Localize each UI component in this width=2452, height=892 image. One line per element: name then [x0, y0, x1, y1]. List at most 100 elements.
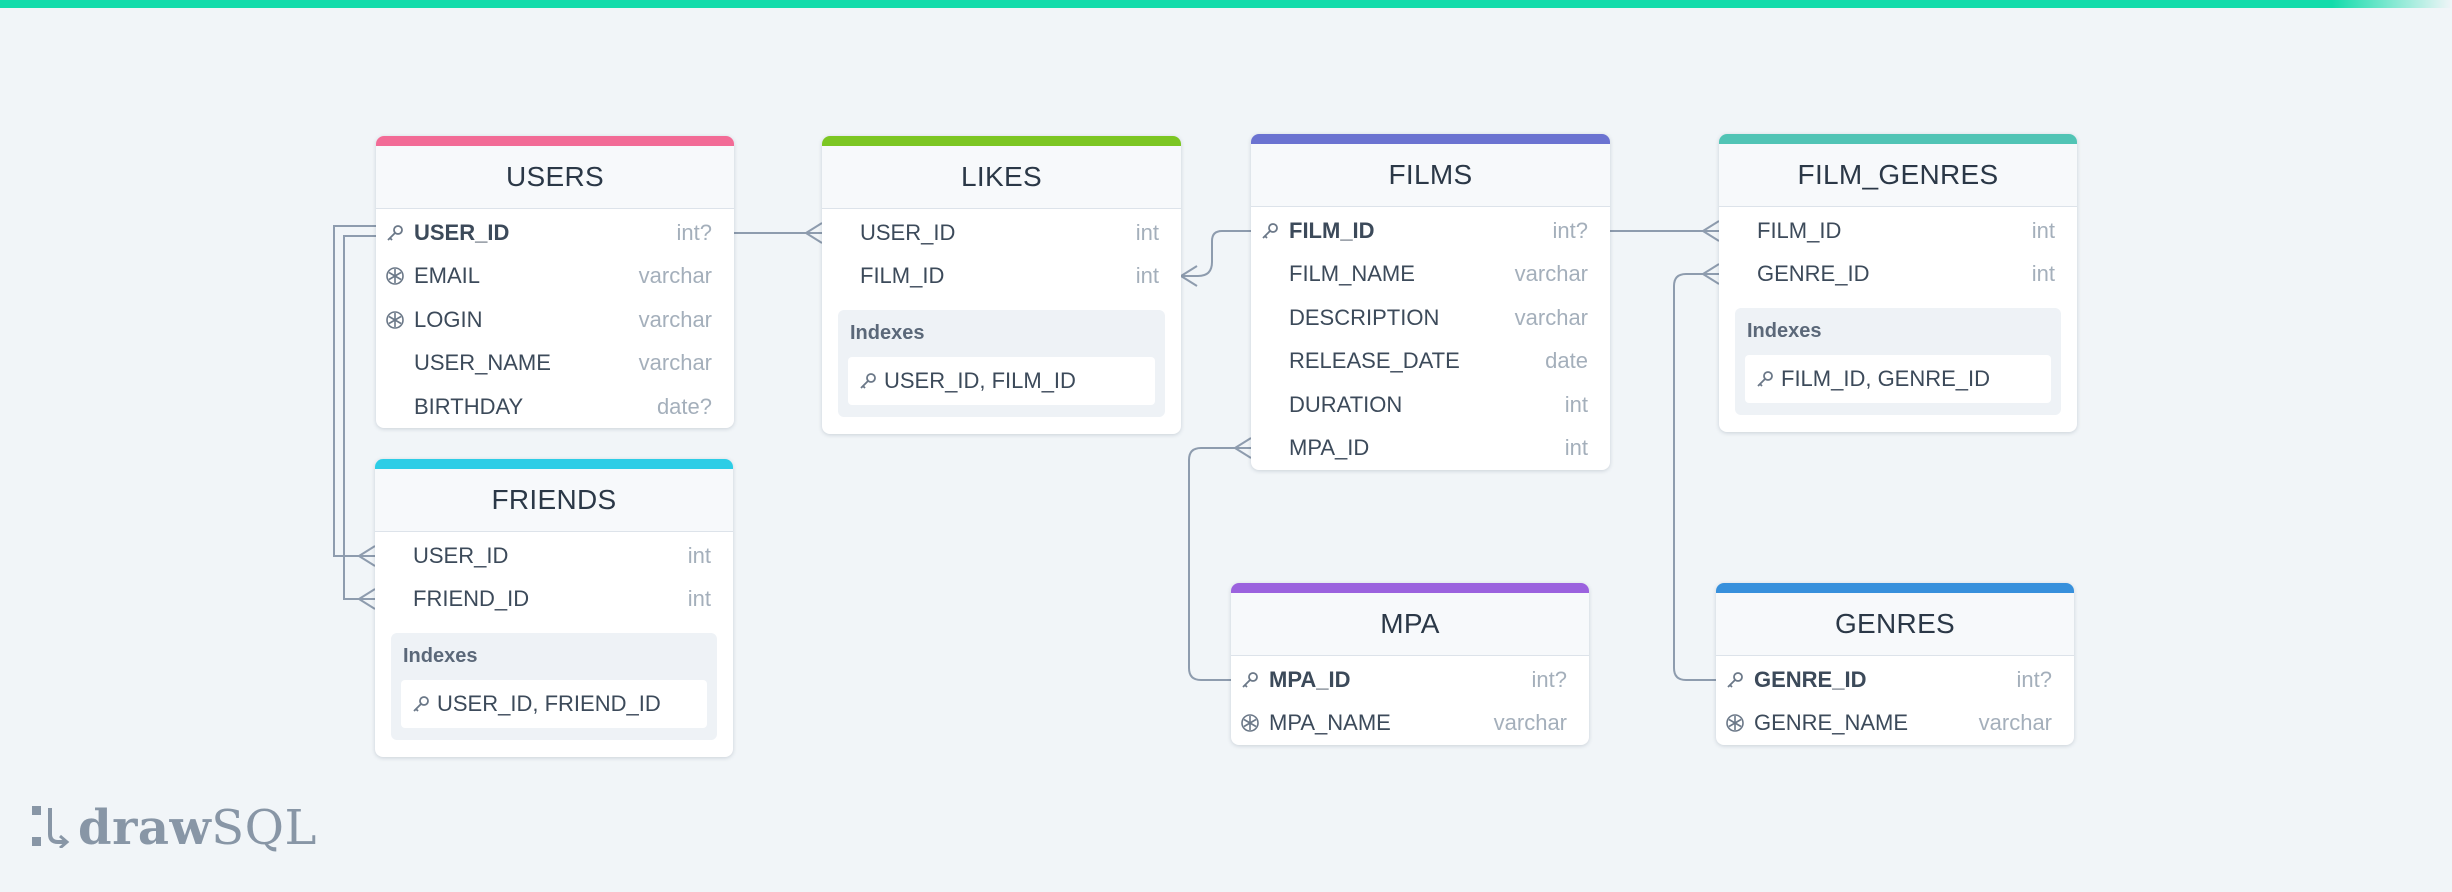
index-row[interactable]: FILM_ID, GENRE_ID	[1745, 355, 2051, 403]
table-color-bar	[375, 459, 733, 469]
table-color-bar	[1716, 583, 2074, 593]
column-row[interactable]: MPA_NAME varchar	[1231, 702, 1589, 746]
column-name: RELEASE_DATE	[1289, 348, 1460, 374]
column-row[interactable]: FRIEND_ID int	[375, 578, 733, 622]
table-genres[interactable]: GENRES GENRE_ID int? GENRE_NAME varchar	[1716, 583, 2074, 745]
column-type: int	[2031, 261, 2055, 287]
column-type: int	[1135, 263, 1159, 289]
column-name: USER_ID	[413, 542, 509, 568]
table-rows: FILM_ID int? FILM_NAME varchar DESCRIPTI…	[1251, 207, 1610, 470]
table-title[interactable]: LIKES	[822, 146, 1181, 209]
index-row[interactable]: USER_ID, FRIEND_ID	[401, 680, 707, 728]
table-title[interactable]: FRIENDS	[375, 469, 733, 532]
table-films[interactable]: FILMS FILM_ID int? FILM_NAME varchar DES…	[1251, 134, 1610, 470]
table-mpa[interactable]: MPA MPA_ID int? MPA_NAME varchar	[1231, 583, 1589, 745]
column-name: FILM_NAME	[1289, 261, 1415, 287]
column-row[interactable]: GENRE_ID int?	[1716, 658, 2074, 702]
indexes-title: Indexes	[403, 645, 478, 667]
table-title[interactable]: USERS	[376, 146, 734, 209]
column-row[interactable]: USER_NAME varchar	[376, 342, 734, 386]
table-color-bar	[376, 136, 734, 146]
column-type: int	[687, 542, 711, 568]
snowflake-icon	[1716, 713, 1754, 733]
index-columns: USER_ID, FILM_ID	[884, 368, 1076, 393]
column-name: USER_ID	[414, 219, 510, 245]
column-row[interactable]: LOGIN varchar	[376, 298, 734, 342]
column-name: USER_ID	[860, 219, 956, 245]
table-title[interactable]: GENRES	[1716, 593, 2074, 656]
column-type: int?	[1531, 666, 1567, 692]
index-columns: USER_ID, FRIEND_ID	[437, 691, 661, 716]
column-name: FRIEND_ID	[413, 586, 530, 612]
column-name: MPA_ID	[1289, 435, 1370, 461]
column-type: varchar	[638, 350, 712, 376]
column-row[interactable]: USER_ID int	[375, 534, 733, 578]
relation-mpa-films	[1188, 447, 1251, 681]
table-title[interactable]: FILM_GENRES	[1719, 144, 2077, 207]
drawsql-logo[interactable]: drawSQL	[30, 800, 317, 856]
index-columns: FILM_ID, GENRE_ID	[1781, 366, 1991, 391]
column-row[interactable]: FILM_ID int	[822, 255, 1181, 299]
column-type: date	[1545, 348, 1588, 374]
column-row[interactable]: USER_ID int?	[376, 211, 734, 255]
column-name: GENRE_ID	[1757, 261, 1870, 287]
column-type: int	[1564, 435, 1588, 461]
column-name: FILM_ID	[1289, 217, 1375, 243]
key-icon	[1251, 221, 1289, 241]
column-row[interactable]: EMAIL varchar	[376, 255, 734, 299]
column-name: MPA_NAME	[1269, 710, 1391, 736]
column-type: int	[1564, 391, 1588, 417]
column-row[interactable]: FILM_ID int?	[1251, 209, 1610, 253]
indexes-title: Indexes	[1747, 320, 1822, 342]
top-accent-bar	[0, 0, 2452, 8]
column-name: GENRE_ID	[1754, 666, 1867, 692]
column-type: varchar	[1514, 304, 1588, 330]
relation-genres-filmgenres	[1673, 273, 1719, 681]
drawsql-logo-icon	[30, 804, 70, 853]
relation-films-likes	[1181, 230, 1251, 277]
table-rows: GENRE_ID int? GENRE_NAME varchar	[1716, 656, 2074, 745]
column-type: int?	[1552, 217, 1588, 243]
column-row[interactable]: FILM_NAME varchar	[1251, 253, 1610, 297]
indexes-panel: Indexes USER_ID, FILM_ID	[838, 310, 1165, 417]
table-title[interactable]: MPA	[1231, 593, 1589, 656]
column-name: GENRE_NAME	[1754, 710, 1909, 736]
column-type: int?	[676, 219, 712, 245]
table-film-genres[interactable]: FILM_GENRES FILM_ID int GENRE_ID int Ind…	[1719, 134, 2077, 432]
column-type: date?	[656, 393, 712, 419]
indexes-panel: Indexes FILM_ID, GENRE_ID	[1735, 308, 2061, 415]
column-type: varchar	[1493, 710, 1567, 736]
column-row[interactable]: MPA_ID int	[1251, 427, 1610, 471]
relation-users-friends	[333, 225, 376, 557]
column-type: varchar	[638, 306, 712, 332]
column-row[interactable]: USER_ID int	[822, 211, 1181, 255]
key-icon	[411, 694, 431, 714]
snowflake-icon	[376, 266, 414, 286]
column-row[interactable]: MPA_ID int?	[1231, 658, 1589, 702]
column-row[interactable]: GENRE_NAME varchar	[1716, 702, 2074, 746]
column-row[interactable]: RELEASE_DATE date	[1251, 340, 1610, 384]
column-type: int	[1135, 219, 1159, 245]
column-name: FILM_ID	[860, 263, 945, 289]
table-rows: USER_ID int FILM_ID int	[822, 209, 1181, 298]
table-title[interactable]: FILMS	[1251, 144, 1610, 207]
table-rows: USER_ID int FRIEND_ID int	[375, 532, 733, 621]
column-name: USER_NAME	[414, 350, 551, 376]
column-row[interactable]: DESCRIPTION varchar	[1251, 296, 1610, 340]
column-row[interactable]: DURATION int	[1251, 383, 1610, 427]
column-type: varchar	[1514, 261, 1588, 287]
column-name: EMAIL	[414, 263, 481, 289]
column-name: FILM_ID	[1757, 217, 1842, 243]
column-type: varchar	[1978, 710, 2052, 736]
column-row[interactable]: FILM_ID int	[1719, 209, 2077, 253]
table-friends[interactable]: FRIENDS USER_ID int FRIEND_ID int Indexe…	[375, 459, 733, 757]
table-likes[interactable]: LIKES USER_ID int FILM_ID int Indexes US…	[822, 136, 1181, 434]
column-type: int?	[2016, 666, 2052, 692]
column-row[interactable]: BIRTHDAY date?	[376, 385, 734, 428]
table-rows: MPA_ID int? MPA_NAME varchar	[1231, 656, 1589, 745]
column-name: LOGIN	[414, 306, 483, 332]
table-users[interactable]: USERS USER_ID int? EMAIL varchar LOGIN v…	[376, 136, 734, 428]
index-row[interactable]: USER_ID, FILM_ID	[848, 357, 1155, 405]
column-row[interactable]: GENRE_ID int	[1719, 253, 2077, 297]
